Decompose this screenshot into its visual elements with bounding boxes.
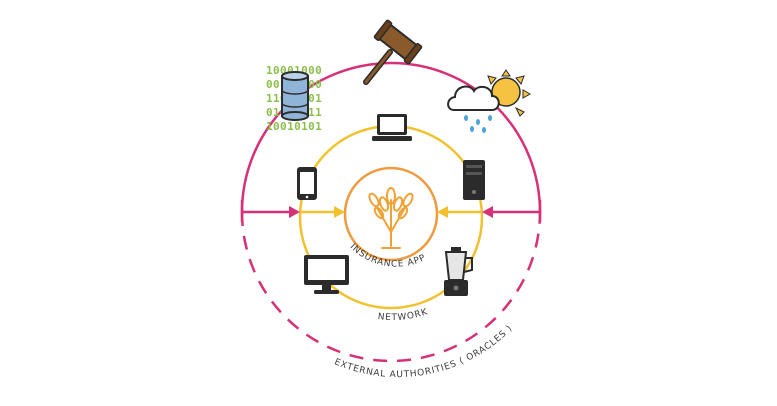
- left-oracle-arrowhead: [289, 206, 300, 218]
- monitor-icon: [304, 255, 349, 294]
- right-oracle-arrowhead: [482, 206, 493, 218]
- server-tower-icon: [463, 160, 485, 200]
- oracles-ring-solid: [240, 61, 542, 213]
- wheat-icon: [368, 187, 414, 249]
- weather-icon: [447, 69, 532, 133]
- network-label: NETWORK: [377, 307, 430, 323]
- binary-row-1: 10001000: [266, 64, 322, 77]
- left-network-arrowhead: [334, 206, 345, 218]
- right-network-arrowhead: [437, 206, 448, 218]
- gavel-icon: [363, 19, 423, 85]
- database-icon: 10001000 00110000 11010101 01000011 1001…: [266, 64, 322, 133]
- binary-row-5: 10010101: [266, 120, 322, 133]
- external-authorities-label: EXTERNAL AUTHORITIES ( ORACLES ): [333, 323, 515, 380]
- blender-icon: [444, 247, 473, 296]
- laptop-icon: [372, 114, 412, 141]
- oracles-ring-dashed: [240, 211, 542, 363]
- phone-icon: [297, 167, 317, 200]
